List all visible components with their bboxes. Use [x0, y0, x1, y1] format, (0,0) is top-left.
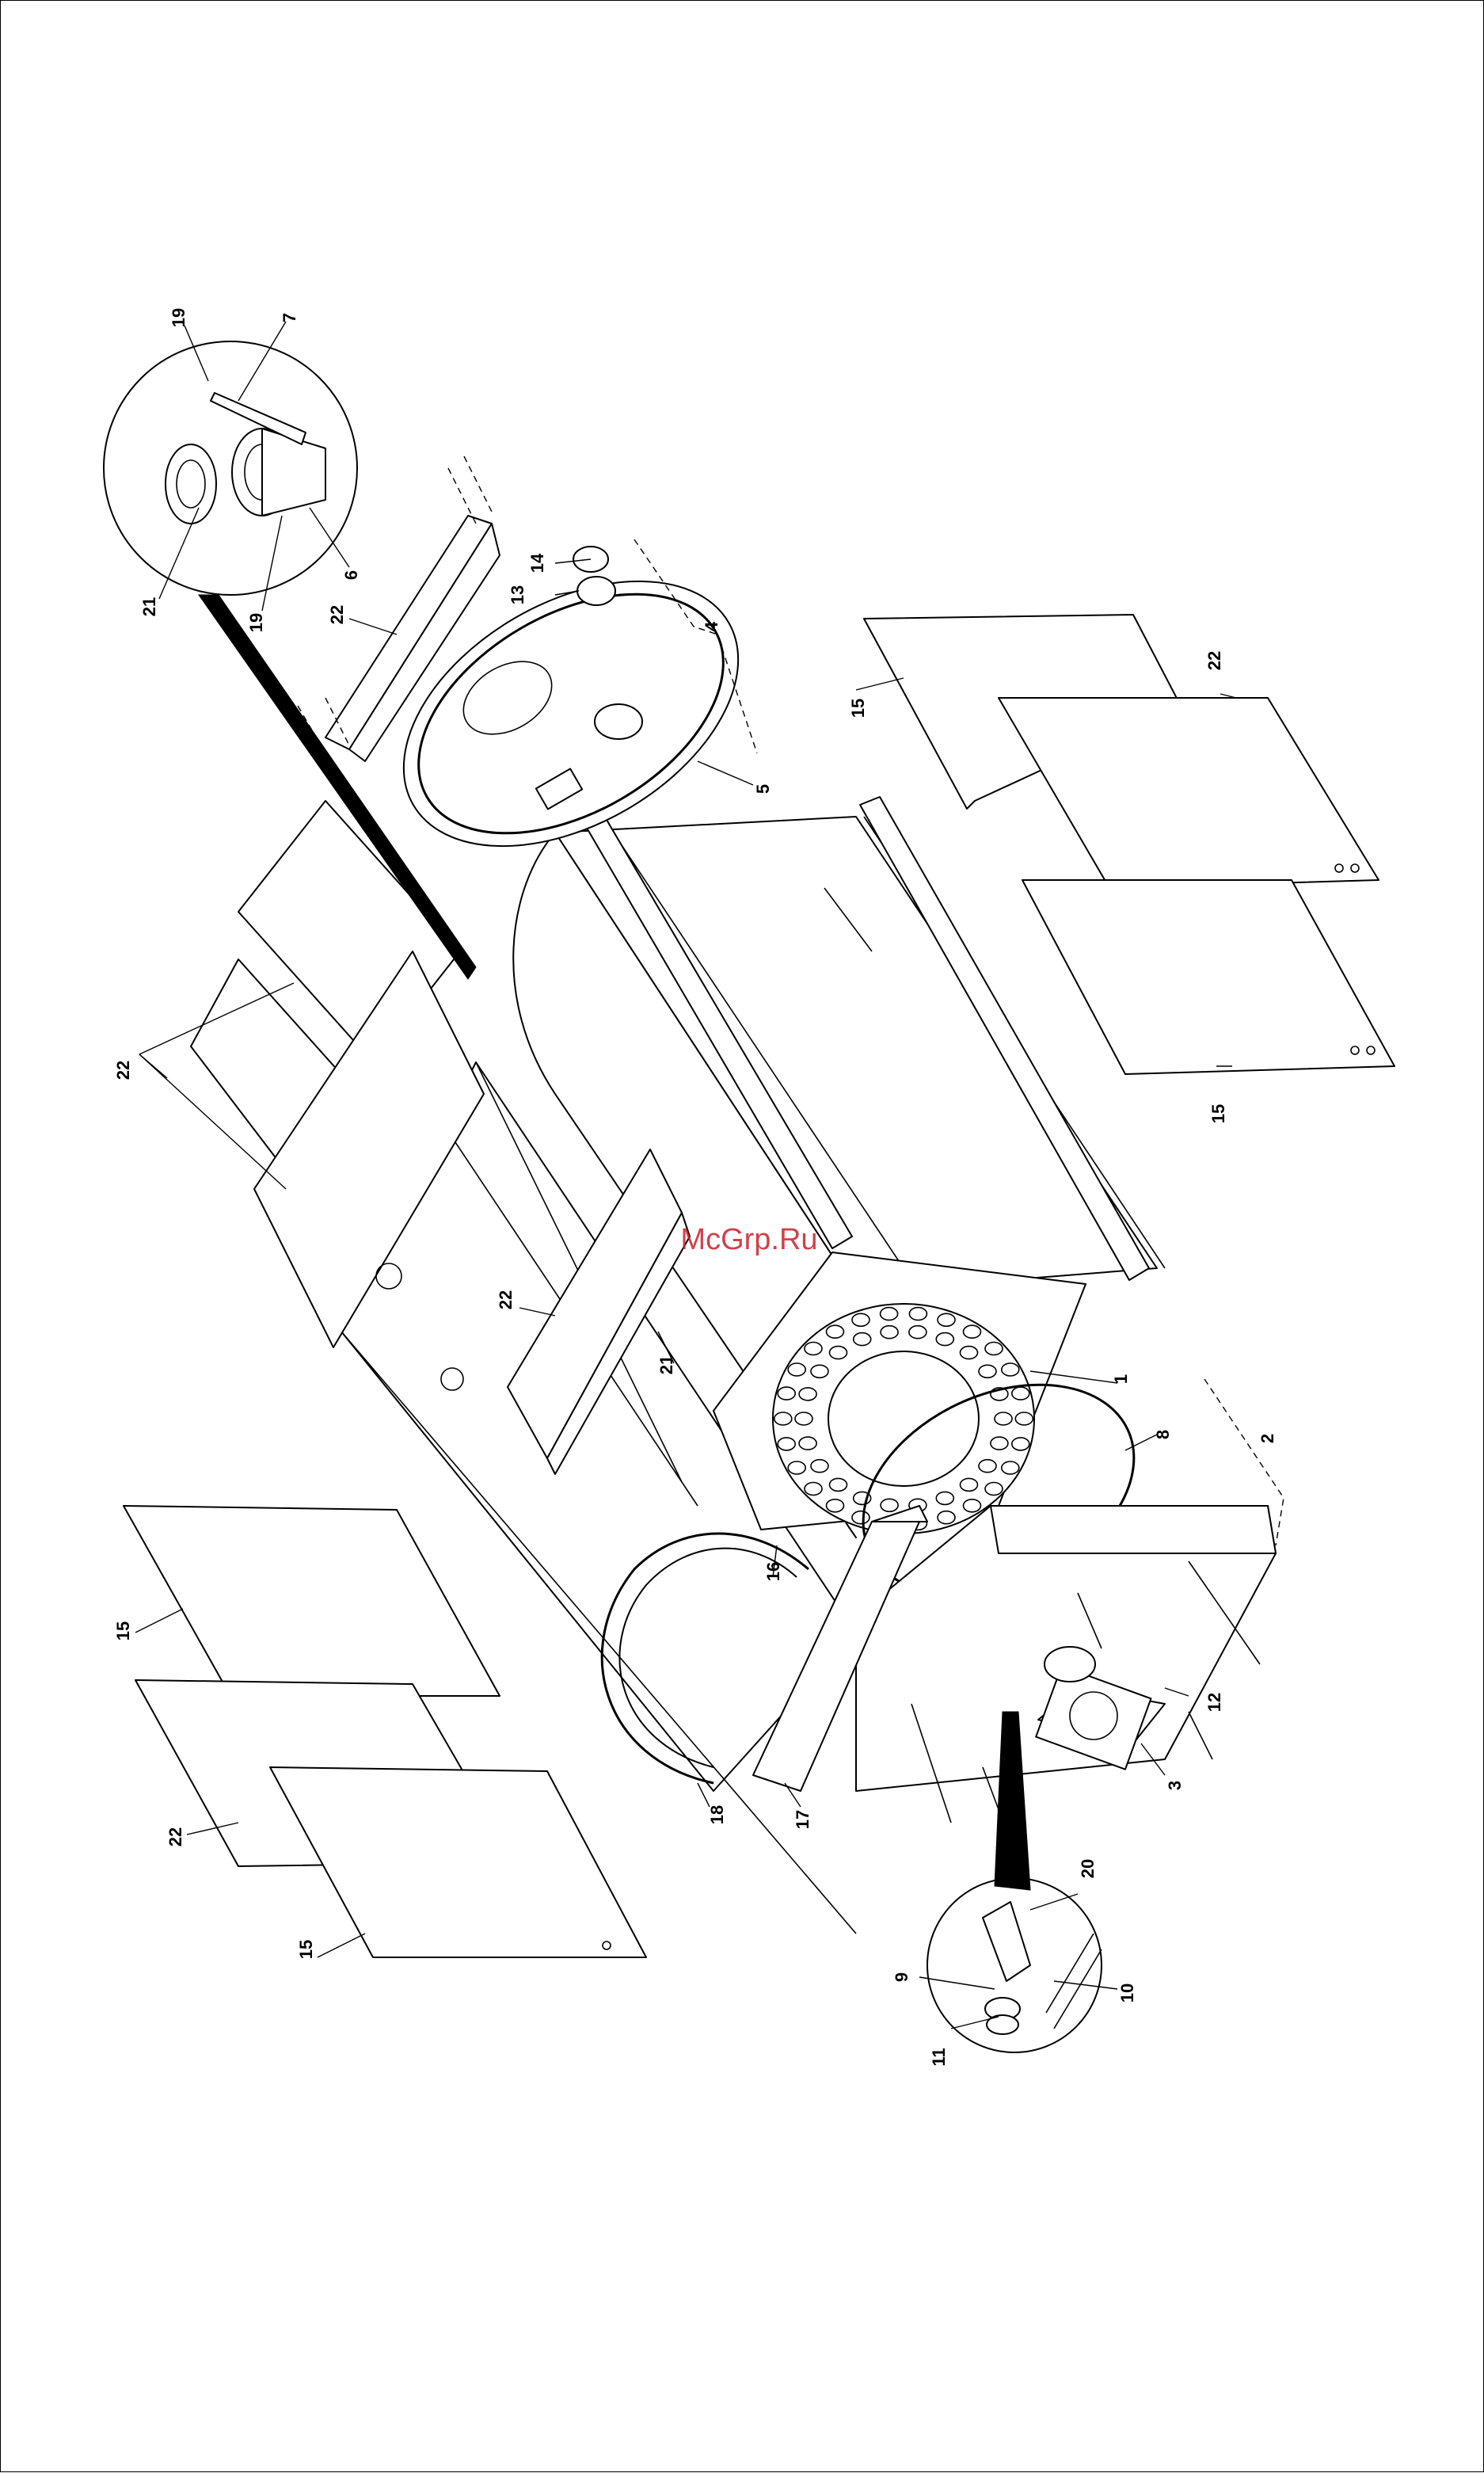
- callout-15-right-top: 15: [848, 699, 868, 718]
- watermark-text: McGrp.Ru: [680, 1223, 817, 1256]
- callout-20: 20: [1078, 1859, 1098, 1878]
- callout-9: 9: [892, 1972, 911, 1982]
- callout-4: 4: [702, 621, 721, 631]
- callout-15-right-bottom: 15: [1208, 1104, 1228, 1123]
- callout-5: 5: [753, 784, 773, 794]
- callout-21-top: 21: [139, 597, 159, 616]
- callout-22-left: 22: [166, 1827, 185, 1846]
- inspection-plug-13-14: [573, 547, 615, 605]
- callout-18: 18: [707, 1805, 727, 1824]
- callout-11: 11: [929, 2048, 949, 2066]
- callout-13: 13: [508, 585, 527, 604]
- callout-22-bracket: 22: [327, 605, 347, 624]
- callout-12: 12: [1204, 1693, 1224, 1712]
- front-cover-box: [856, 1506, 1276, 1791]
- callout-17: 17: [793, 1810, 812, 1829]
- callout-16: 16: [763, 1562, 783, 1581]
- callout-8: 8: [1153, 1430, 1173, 1439]
- detail-circle-bottom: [927, 1878, 1102, 2052]
- callout-7: 7: [280, 313, 299, 322]
- callout-2: 2: [1258, 1434, 1277, 1443]
- side-panel-15-left-top: [124, 1506, 500, 1696]
- callout-22-top-panels: 22: [113, 1061, 133, 1080]
- callout-14: 14: [527, 553, 547, 573]
- side-panel-22-right: [999, 698, 1379, 888]
- callout-1: 1: [1111, 1374, 1131, 1384]
- side-panel-15-left-bottom: [270, 1767, 646, 1957]
- callout-10: 10: [1117, 1983, 1137, 2002]
- callout-21-mid: 21: [656, 1355, 676, 1374]
- callout-19-top: 19: [169, 308, 188, 327]
- callout-15-left-top: 15: [113, 1621, 133, 1640]
- callout-22-right: 22: [1204, 651, 1224, 670]
- side-panel-15-bottom: [1022, 880, 1395, 1074]
- detail-circle-top: [104, 341, 357, 595]
- callout-6: 6: [341, 570, 361, 580]
- callout-22-burner-plate: 22: [496, 1290, 516, 1309]
- callout-3: 3: [1165, 1781, 1185, 1790]
- callout-19-mid: 19: [246, 613, 266, 632]
- callout-15-left-bottom: 15: [296, 1940, 316, 1959]
